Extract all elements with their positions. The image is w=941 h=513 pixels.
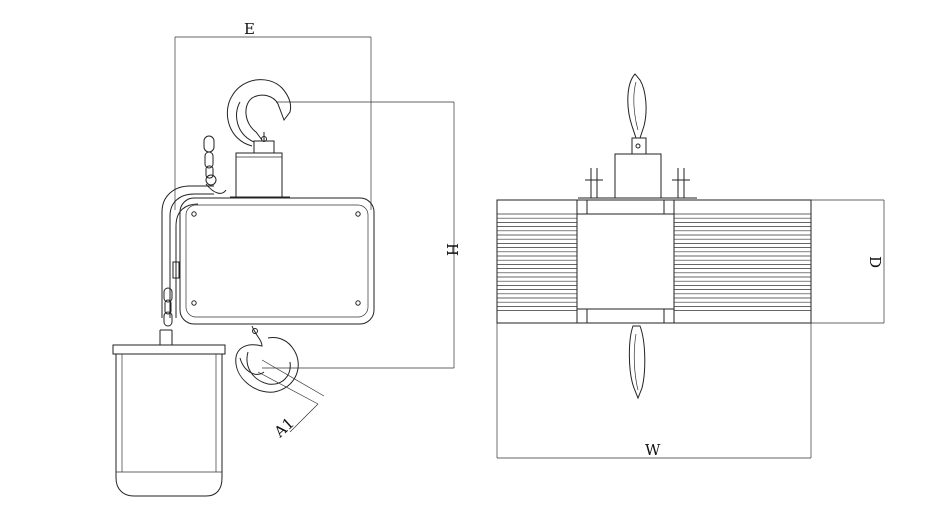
- cooling-ribs-right: [674, 213, 811, 311]
- top-block: [235, 152, 283, 198]
- bottom-hook: [235, 325, 299, 393]
- label-a1: A1: [270, 414, 298, 442]
- front-top-block: [614, 153, 662, 199]
- dimension-a1: A1: [257, 359, 325, 442]
- dimension-h: H: [262, 101, 461, 369]
- main-housing: [179, 197, 375, 325]
- side-view: E H: [112, 20, 461, 497]
- front-bottom-hook: [628, 325, 646, 400]
- dimension-e: E: [174, 20, 372, 210]
- top-hook: [226, 79, 292, 154]
- chain-bucket: [112, 329, 226, 497]
- dimension-d: D: [811, 199, 885, 324]
- dimension-w: W: [496, 323, 812, 459]
- front-body: [496, 199, 812, 324]
- label-e: E: [244, 20, 255, 38]
- cooling-ribs-left: [497, 213, 577, 311]
- front-view: D W: [496, 73, 885, 459]
- front-top-hook: [627, 73, 647, 155]
- label-h: H: [443, 243, 461, 256]
- label-w: W: [645, 441, 661, 459]
- label-d: D: [866, 256, 884, 268]
- chain-guide: [161, 135, 227, 327]
